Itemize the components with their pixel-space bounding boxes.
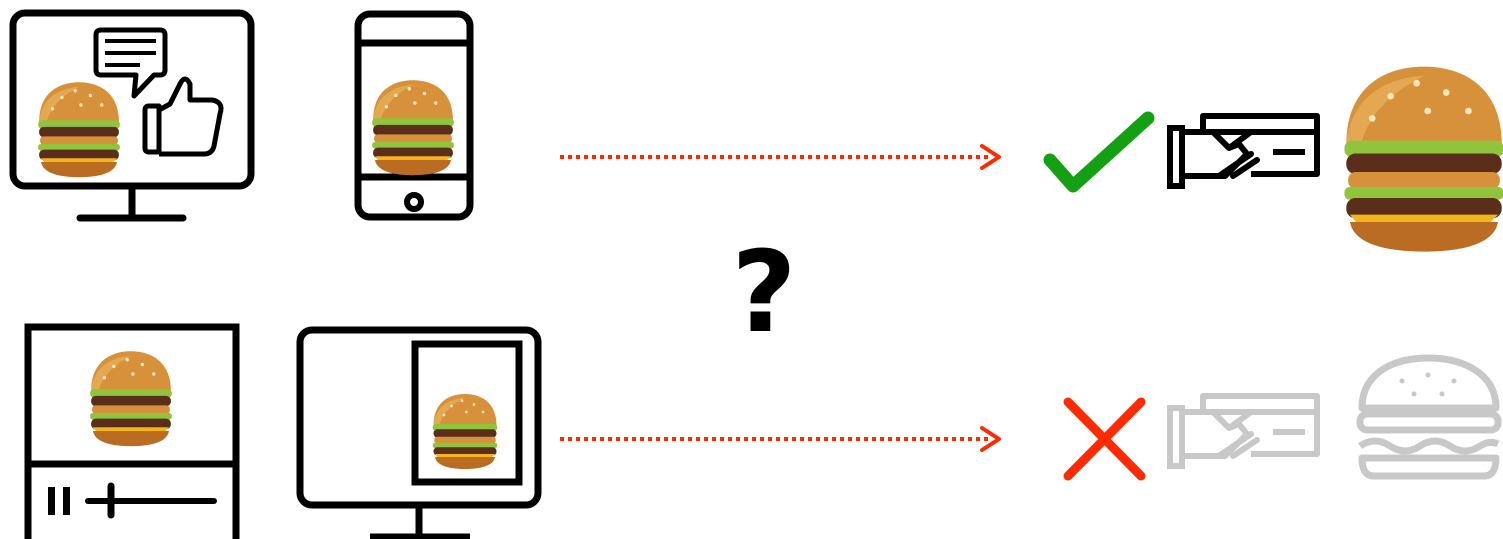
progress-bar	[88, 486, 214, 515]
burger-image	[1344, 67, 1503, 252]
card-payment-icon	[1170, 116, 1317, 186]
arrow-top	[560, 146, 999, 168]
outcome-positive	[1050, 67, 1503, 252]
check-icon	[1050, 118, 1148, 186]
desktop-sidebar-icon	[300, 330, 538, 537]
burger-image	[372, 80, 454, 175]
pause-icon	[48, 487, 70, 515]
cross-icon	[1068, 402, 1141, 476]
speech-bubble-icon	[96, 30, 165, 96]
card-payment-icon	[1170, 396, 1317, 466]
burger-image	[90, 351, 172, 446]
desktop-review-icon	[13, 13, 251, 218]
smartphone-icon	[358, 14, 470, 217]
video-player-icon	[28, 327, 236, 539]
question-mark: ?	[724, 228, 804, 358]
burger-image	[38, 82, 120, 177]
thumbs-up-icon	[145, 79, 221, 154]
outcome-negative	[1068, 358, 1498, 476]
burger-image	[433, 394, 498, 469]
burger-outline-icon	[1360, 358, 1498, 476]
arrow-bottom	[560, 428, 999, 450]
